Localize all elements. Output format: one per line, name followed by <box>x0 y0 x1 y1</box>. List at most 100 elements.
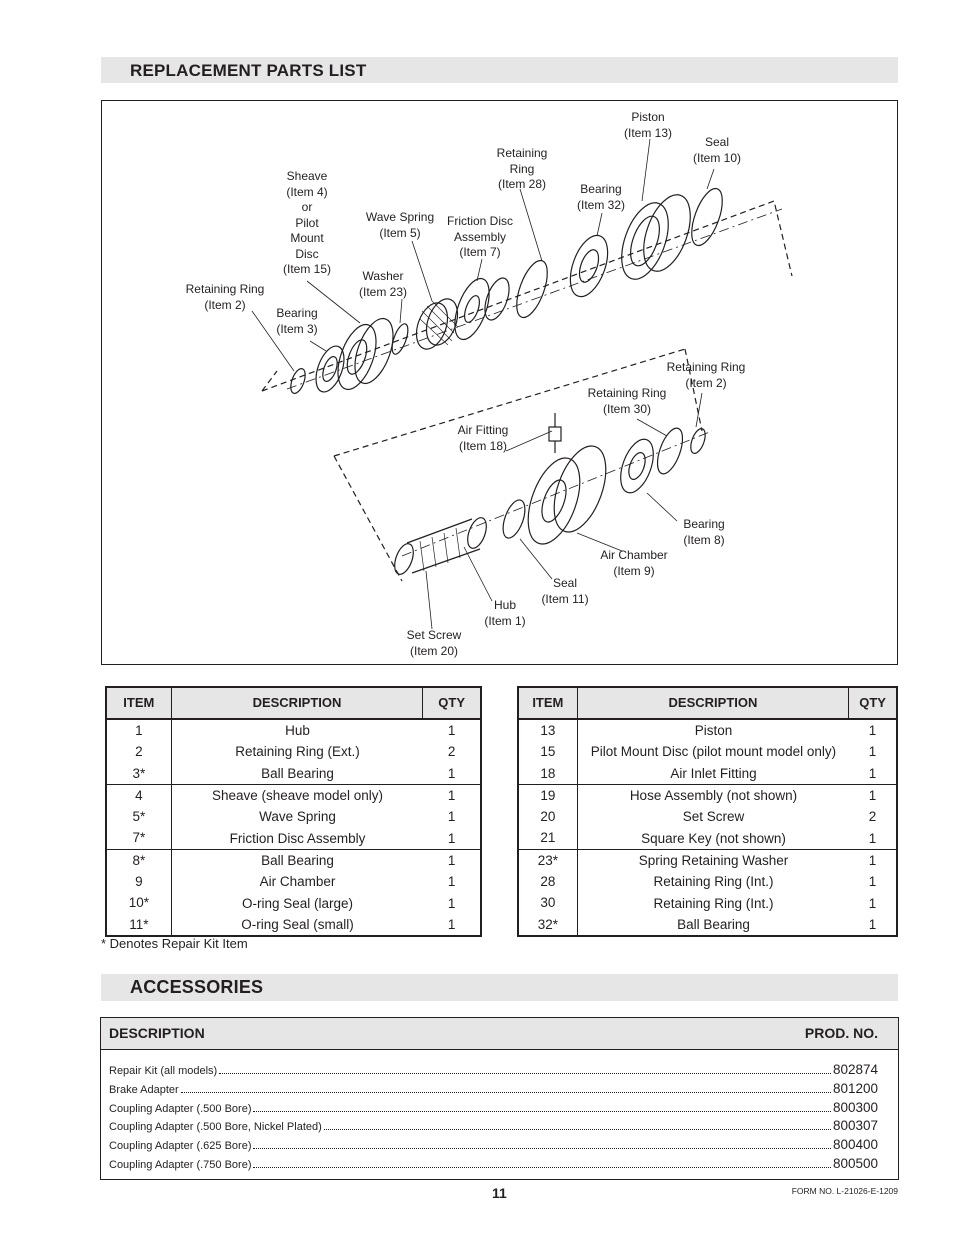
cell-description: Air Chamber <box>259 874 336 890</box>
cell-description: Wave Spring <box>259 809 336 825</box>
cell-item: 18 <box>519 762 578 784</box>
cell-item: 9 <box>107 871 172 893</box>
label-wave-spring: Wave Spring (Item 5) <box>365 210 435 240</box>
label-retaining-ring-2b: Retaining Ring (Item 2) <box>666 360 746 390</box>
leader-dots <box>219 1073 831 1074</box>
accessory-row: Coupling Adapter (.625 Bore)800400 <box>109 1137 878 1156</box>
parts-list-title: REPLACEMENT PARTS LIST <box>130 61 367 80</box>
cell-item: 4 <box>107 784 172 807</box>
accessories-header: DESCRIPTION PROD. NO. <box>101 1018 898 1050</box>
cell-description: Set Screw <box>682 809 745 825</box>
cell-qty: 1 <box>868 852 877 868</box>
table-row: 11*O-ring Seal (small)1 <box>107 913 480 935</box>
parts-list-section-header: REPLACEMENT PARTS LIST <box>101 57 898 83</box>
cell-description: O-ring Seal (small) <box>241 916 354 932</box>
repair-kit-footnote: * Denotes Repair Kit Item <box>101 936 248 951</box>
cell-item: 28 <box>519 871 578 893</box>
accessory-row: Coupling Adapter (.500 Bore, Nickel Plat… <box>109 1118 878 1137</box>
cell-description: O-ring Seal (large) <box>241 895 354 911</box>
accessory-row: Coupling Adapter (.750 Bore)800500 <box>109 1156 878 1175</box>
cell-qty: 2 <box>868 809 877 825</box>
cell-description: Retaining Ring (Ext.) <box>235 744 360 760</box>
label-friction-disc: Friction Disc Assembly (Item 7) <box>446 214 514 259</box>
leader-dots <box>253 1166 831 1168</box>
table-row: 18 Air Inlet Fitting 1 <box>519 762 896 784</box>
header-description: DESCRIPTION <box>172 688 424 718</box>
accessory-prod-no: 801200 <box>832 1080 878 1096</box>
accessory-description: Coupling Adapter (.500 Bore, Nickel Plat… <box>109 1121 322 1134</box>
exploded-view-drawing <box>251 138 793 630</box>
cell-description: Ball Bearing <box>261 765 334 781</box>
accessory-description: Repair Kit (all models) <box>109 1065 218 1077</box>
cell-item: 30 <box>519 892 578 914</box>
cell-description: Hose Assembly (not shown) <box>629 788 798 804</box>
header-qty: QTY <box>438 695 466 710</box>
cell-description: Air Inlet Fitting <box>670 765 757 781</box>
accessory-prod-no: 800400 <box>832 1137 878 1153</box>
cell-qty: 1 <box>447 809 456 825</box>
cell-item: 21 <box>519 827 578 849</box>
accessory-row: Coupling Adapter (.500 Bore)800300 <box>109 1100 878 1119</box>
label-piston: Piston (Item 13) <box>623 110 673 140</box>
cell-description: Friction Disc Assembly <box>229 830 366 846</box>
cell-item: 10* <box>107 892 172 914</box>
cell-item: 7* <box>107 827 172 849</box>
accessory-prod-no: 800300 <box>832 1099 878 1115</box>
cell-qty: 1 <box>447 874 456 890</box>
cell-item: 15 <box>519 741 578 763</box>
cell-qty: 1 <box>868 788 877 804</box>
label-seal-10: Seal (Item 10) <box>692 135 742 165</box>
cell-qty: 1 <box>868 916 877 932</box>
label-bearing-3: Bearing (Item 3) <box>276 306 318 336</box>
cell-item: 2 <box>107 741 172 763</box>
cell-qty: 1 <box>447 895 456 911</box>
cell-item: 13 <box>519 720 578 742</box>
cell-qty: 1 <box>868 744 877 760</box>
table-header: ITEM DESCRIPTION QTY <box>519 688 896 720</box>
cell-qty: 1 <box>868 765 877 781</box>
label-air-fitting: Air Fitting (Item 18) <box>457 423 509 453</box>
header-item: ITEM <box>519 688 578 718</box>
exploded-view-diagram: Piston (Item 13) Seal (Item 10) Retainin… <box>101 100 898 665</box>
accessory-row: Repair Kit (all models)802874 <box>109 1062 878 1081</box>
cell-description: Ball Bearing <box>261 852 334 868</box>
label-sheave-or-pilot: Sheave (Item 4) or Pilot Mount Disc (Ite… <box>282 169 332 276</box>
leader-dots <box>180 1091 831 1093</box>
cell-item: 11* <box>107 913 172 935</box>
table-header: ITEM DESCRIPTION QTY <box>107 688 480 720</box>
leader-dots <box>253 1110 831 1112</box>
cell-qty: 1 <box>447 765 456 781</box>
cell-qty: 1 <box>868 895 877 911</box>
accessories-table: DESCRIPTION PROD. NO. Repair Kit (all mo… <box>100 1017 899 1180</box>
header-item: ITEM <box>107 688 172 718</box>
table-row: 9 Air Chamber 1 <box>107 871 480 893</box>
cell-qty: 2 <box>447 744 456 760</box>
label-set-screw: Set Screw (Item 20) <box>406 628 462 658</box>
cell-description: Square Key (not shown) <box>641 830 786 846</box>
header-qty: QTY <box>859 695 886 710</box>
cell-item: 23* <box>519 849 578 872</box>
cell-description: Retaining Ring (Int.) <box>653 895 774 911</box>
accessories-section-header: ACCESSORIES <box>101 974 898 1001</box>
leader-dots <box>253 1148 831 1150</box>
cell-item: 1 <box>107 720 172 742</box>
accessory-description: Brake Adapter <box>109 1083 179 1096</box>
